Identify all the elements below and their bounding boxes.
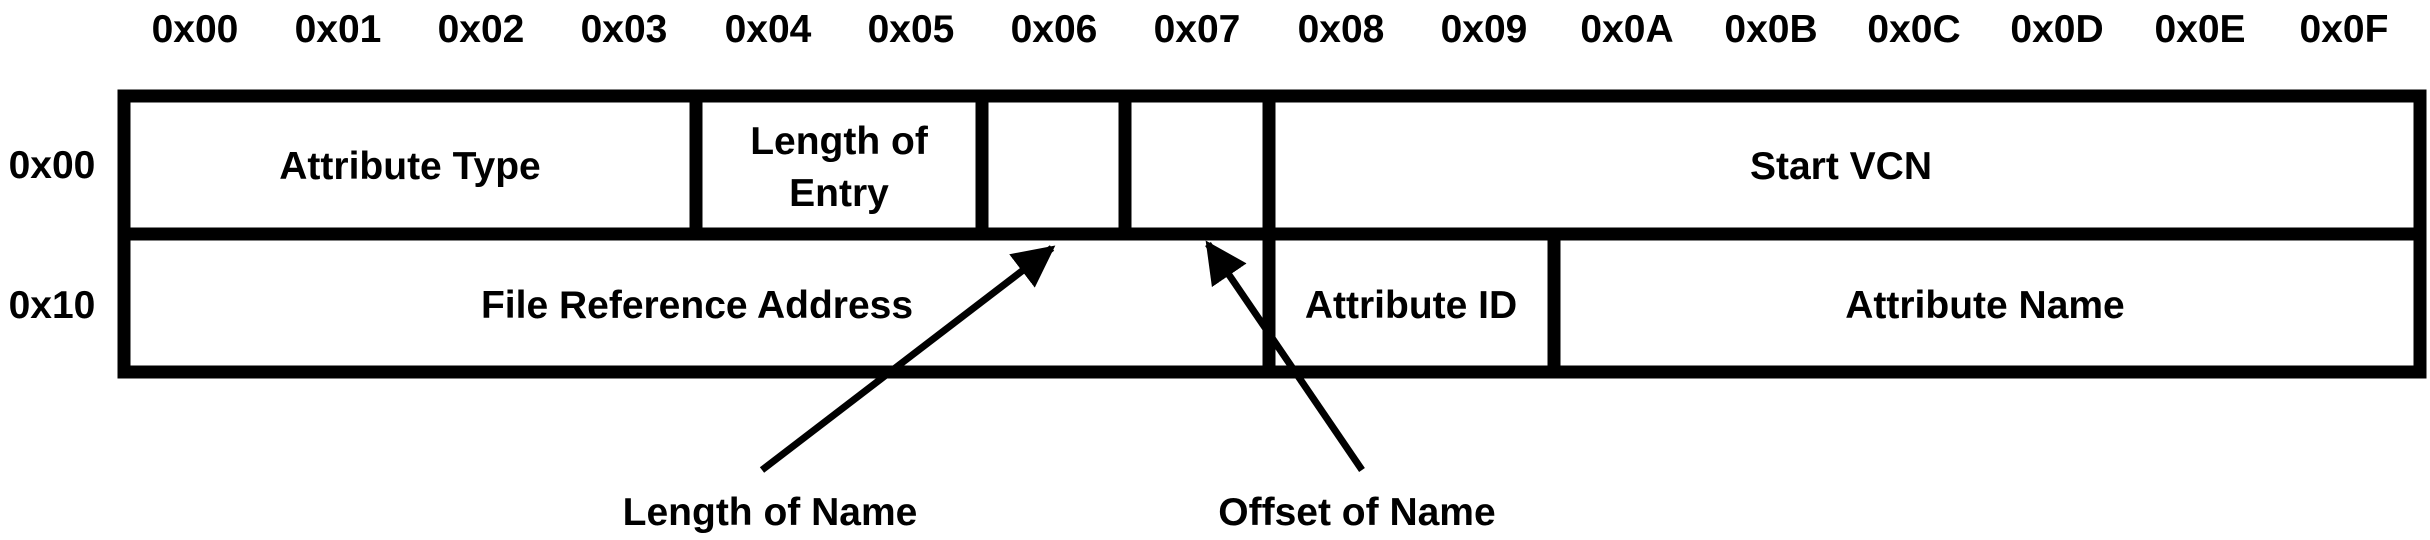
length-of-name-arrow (759, 245, 1056, 473)
column-header-0x04: 0x04 (725, 8, 812, 51)
row-label-0x00: 0x00 (9, 144, 96, 187)
field-attribute-name: Attribute Name (1845, 284, 2125, 327)
column-header-0x07: 0x07 (1154, 8, 1241, 51)
annotation-length-of-name: Length of Name (623, 491, 918, 534)
row-0x00: Attribute Type Length of Entry Start VCN (117, 89, 2427, 241)
column-header-0x00: 0x00 (152, 8, 239, 51)
annotation-offset-of-name: Offset of Name (1218, 491, 1495, 534)
column-header-0x0e: 0x0E (2154, 8, 2245, 51)
column-header-0x02: 0x02 (438, 8, 525, 51)
field-length-of-entry-line2: Entry (789, 172, 889, 215)
column-header-0x03: 0x03 (581, 8, 668, 51)
field-attribute-id: Attribute ID (1305, 284, 1517, 327)
column-header-0x06: 0x06 (1011, 8, 1098, 51)
column-header-0x08: 0x08 (1298, 8, 1385, 51)
column-header-0x0f: 0x0F (2300, 8, 2389, 51)
field-file-reference-address: File Reference Address (481, 284, 913, 327)
field-length-of-entry-line1: Length of (750, 120, 929, 163)
offset-of-name-arrow (1205, 240, 1365, 472)
column-header-0x01: 0x01 (295, 8, 382, 51)
row-0x10: File Reference Address Attribute ID Attr… (117, 227, 2427, 379)
column-header-0x0a: 0x0A (1580, 8, 1673, 51)
column-header-0x0d: 0x0D (2010, 8, 2103, 51)
row-label-0x10: 0x10 (9, 284, 96, 327)
column-header-0x0b: 0x0B (1724, 8, 1817, 51)
column-header-0x0c: 0x0C (1867, 8, 1960, 51)
column-header-0x05: 0x05 (868, 8, 955, 51)
column-header-0x09: 0x09 (1441, 8, 1528, 51)
field-start-vcn: Start VCN (1750, 145, 1932, 188)
column-headers: 0x00 0x01 0x02 0x03 0x04 0x05 0x06 0x07 … (152, 8, 2389, 51)
field-attribute-type: Attribute Type (279, 145, 540, 188)
